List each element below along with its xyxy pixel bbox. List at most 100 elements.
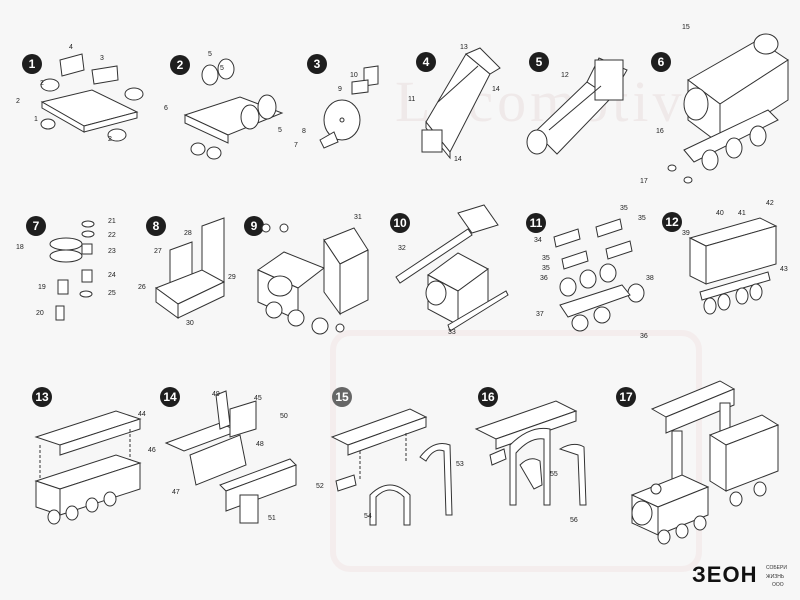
part-label: 48: [256, 441, 264, 448]
step-11-drawing: [526, 205, 661, 345]
part-label: 51: [268, 515, 276, 522]
step-13-drawing: [30, 385, 160, 535]
background-train-outline: [330, 330, 702, 572]
part-label: 37: [536, 311, 544, 318]
step-12-drawing: [660, 200, 790, 325]
step-number: 5: [529, 52, 549, 72]
part-label: 46: [148, 447, 156, 454]
part-label: 14: [454, 156, 462, 163]
part-label: 5: [220, 65, 224, 72]
part-label: 2: [16, 98, 20, 105]
part-label: 23: [108, 248, 116, 255]
part-label: 44: [138, 411, 146, 418]
part-label: 3: [100, 55, 104, 62]
part-label: 22: [108, 232, 116, 239]
part-label: 24: [108, 272, 116, 279]
part-label: 27: [154, 248, 162, 255]
part-label: 52: [316, 483, 324, 490]
part-label: 29: [228, 274, 236, 281]
part-label: 36: [640, 333, 648, 340]
part-label: 2: [108, 136, 112, 143]
step-number: 13: [32, 387, 52, 407]
part-label: 31: [354, 214, 362, 221]
part-label: 10: [350, 72, 358, 79]
step-7: 7 21 18 22 23 24 19 25 20: [16, 210, 136, 335]
step-number: 11: [526, 213, 546, 233]
part-label: 47: [172, 489, 180, 496]
part-label: 7: [294, 142, 298, 149]
step-5-drawing: [515, 42, 635, 167]
part-label: 42: [766, 200, 774, 207]
step-15-drawing: [330, 385, 470, 535]
part-label: 43: [780, 266, 788, 273]
step-5: 5 12: [515, 42, 635, 167]
step-number: 2: [170, 55, 190, 75]
part-label: 28: [184, 230, 192, 237]
part-label: 34: [534, 237, 542, 244]
step-8: 8 28 27 29 26 30: [138, 210, 240, 335]
part-label: 17: [640, 178, 648, 185]
step-7-drawing: [26, 210, 136, 335]
step-4-drawing: [408, 42, 508, 167]
brand-logo: ЗЕОН: [692, 562, 758, 587]
part-label: 4: [69, 44, 73, 51]
part-label: 9: [338, 86, 342, 93]
step-4: 4 13 11 14 14: [408, 42, 508, 167]
part-label: 35: [638, 215, 646, 222]
brand-line-2: ЖИЗНЬ: [766, 574, 785, 580]
part-label: 35: [620, 205, 628, 212]
part-label: 38: [646, 275, 654, 282]
part-label: 56: [570, 517, 578, 524]
step-14-drawing: [160, 385, 300, 535]
part-label: 35: [542, 265, 550, 272]
part-label: 30: [186, 320, 194, 327]
step-16-drawing: [470, 385, 600, 535]
step-number: 6: [651, 52, 671, 72]
part-label: 14: [492, 86, 500, 93]
step-number: 10: [390, 213, 410, 233]
step-9-drawing: [244, 210, 374, 340]
part-label: 50: [280, 413, 288, 420]
step-6-drawing: [648, 20, 798, 190]
step-number: 15: [332, 387, 352, 407]
part-label: 54: [364, 513, 372, 520]
step-12: 12 40 41 42 39 43: [660, 200, 790, 325]
part-label: 35: [542, 255, 550, 262]
step-6: 6 15 16 17: [640, 20, 798, 190]
part-label: 5: [208, 51, 212, 58]
step-16: 16 55 56: [470, 385, 600, 535]
part-label: 45: [254, 395, 262, 402]
part-label: 2: [40, 80, 44, 87]
step-3: 3 10 9 8 7: [294, 50, 392, 160]
part-label: 13: [460, 44, 468, 51]
step-number: 8: [146, 216, 166, 236]
step-1: 1 4 3 2 2 1 2: [16, 40, 142, 150]
step-number: 7: [26, 216, 46, 236]
part-label: 21: [108, 218, 116, 225]
part-label: 11: [408, 96, 416, 103]
part-label: 5: [278, 127, 282, 134]
part-label: 53: [456, 461, 464, 468]
step-2: 2 5 5 6 5: [164, 45, 295, 165]
part-label: 33: [448, 329, 456, 336]
step-11: 11 35 35 34 35 35 36 38 37 36: [526, 205, 661, 345]
part-label: 55: [550, 471, 558, 478]
part-label: 40: [716, 210, 724, 217]
part-label: 19: [38, 284, 46, 291]
step-number: 1: [22, 54, 42, 74]
part-label: 41: [738, 210, 746, 217]
step-number: 17: [616, 387, 636, 407]
step-1-drawing: [22, 40, 152, 150]
part-label: 39: [682, 230, 690, 237]
brand-tag: ООО: [772, 582, 784, 588]
step-10: 10 32 33: [388, 205, 508, 340]
step-15: 15 53 52 54: [316, 385, 470, 535]
step-number: 16: [478, 387, 498, 407]
step-number: 4: [416, 52, 436, 72]
part-label: 15: [682, 24, 690, 31]
part-label: 36: [540, 275, 548, 282]
step-17-drawing: [612, 375, 797, 555]
part-label: 26: [138, 284, 146, 291]
part-label: 8: [302, 128, 306, 135]
